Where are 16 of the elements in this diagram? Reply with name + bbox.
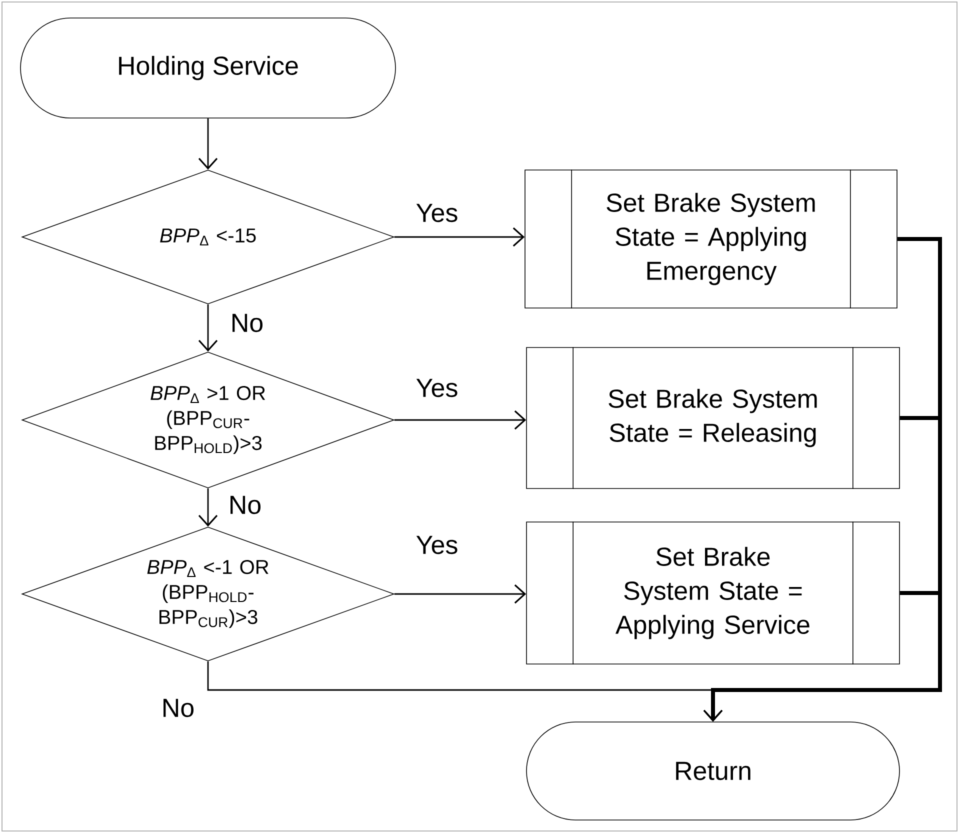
process-box: Set Brake System State = Applying Service: [526, 521, 900, 665]
arrow: [394, 584, 526, 604]
process-box: Set Brake System State = Applying Emergency: [524, 169, 898, 309]
arrow: [198, 118, 218, 170]
process-box: Set Brake System State = Releasing: [526, 346, 900, 490]
edge-label: No: [227, 494, 263, 516]
edge-label: No: [160, 698, 196, 718]
edge-label: Yes: [414, 534, 460, 556]
arrow: [198, 304, 218, 352]
edge-label: Yes: [414, 378, 460, 398]
arrow: [394, 227, 525, 247]
edge-label: No: [229, 312, 265, 334]
edge-label: Yes: [414, 202, 460, 224]
arrow: [198, 488, 218, 527]
arrow: [394, 410, 526, 430]
arrow: [207, 661, 723, 722]
